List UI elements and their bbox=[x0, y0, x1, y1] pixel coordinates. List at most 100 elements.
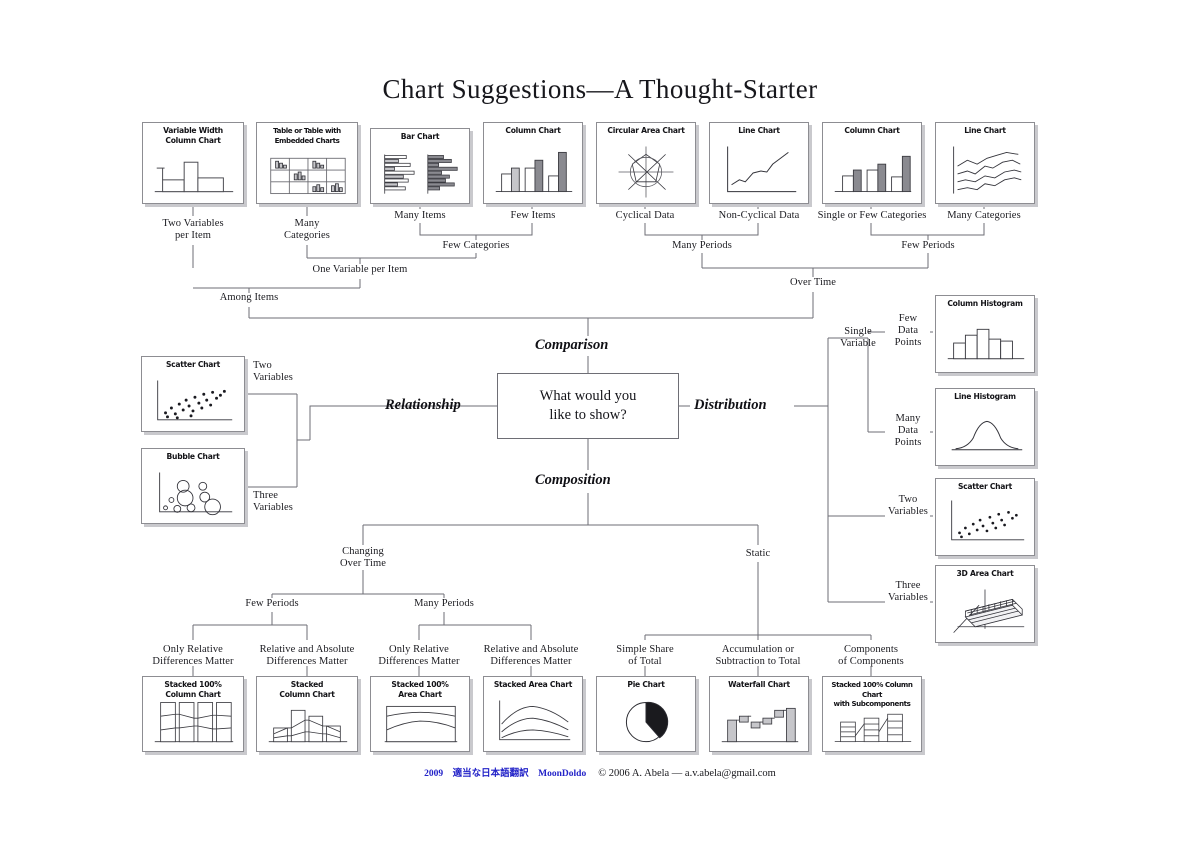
circular-area-chart-icon bbox=[618, 146, 674, 198]
stacked-100-column-chart-icon bbox=[154, 702, 234, 743]
card-stacked-column-chart[interactable]: Stacked Column Chart bbox=[256, 676, 358, 752]
line-chart-icon bbox=[953, 146, 1022, 194]
label-three-variables-distribution: Three Variables bbox=[888, 580, 928, 604]
stacked-column-chart-icon bbox=[268, 709, 348, 743]
branch-composition: Composition bbox=[535, 472, 611, 488]
label-two-variables-distribution: Two Variables bbox=[888, 494, 928, 518]
label-few-periods-composition: Few Periods bbox=[245, 598, 299, 609]
label-few-items: Few Items bbox=[510, 210, 556, 221]
3d-area-chart-icon bbox=[953, 589, 1025, 633]
card-bubble-chart[interactable]: Bubble Chart bbox=[141, 448, 245, 524]
card-title: 3D Area Chart bbox=[956, 569, 1014, 578]
card-title: Stacked 100% Area Chart bbox=[391, 680, 449, 699]
card-title: Column Chart bbox=[844, 126, 900, 135]
pie-chart-icon bbox=[625, 701, 669, 743]
label-many-periods-composition: Many Periods bbox=[414, 598, 474, 609]
card-title: Bar Chart bbox=[400, 132, 440, 141]
card-title: Line Histogram bbox=[954, 392, 1016, 401]
label-two-variables-relationship: Two Variables bbox=[253, 360, 293, 384]
card-title: Waterfall Chart bbox=[728, 680, 790, 689]
label-few-categories: Few Categories bbox=[442, 240, 510, 251]
label-static: Static bbox=[745, 548, 771, 559]
card-scatter-chart-relationship[interactable]: Scatter Chart bbox=[141, 356, 245, 432]
card-title: Column Chart bbox=[505, 126, 561, 135]
card-3d-area-chart[interactable]: 3D Area Chart bbox=[935, 565, 1035, 643]
bar-chart-icon bbox=[384, 154, 458, 194]
hub-question-text: What would you like to show? bbox=[539, 388, 637, 423]
card-line-chart-non-cyclical[interactable]: Line Chart bbox=[709, 122, 809, 204]
card-title: Line Chart bbox=[964, 126, 1006, 135]
column-chart-icon bbox=[495, 151, 573, 193]
footer-jp-credit: 2009 適当な日本語翻訳 MoonDoldo bbox=[424, 769, 587, 779]
card-title: Pie Chart bbox=[627, 680, 665, 689]
label-simple-share-of-total: Simple Share of Total bbox=[616, 644, 674, 668]
card-line-chart-many-categories[interactable]: Line Chart bbox=[935, 122, 1035, 204]
card-stacked-100-area-chart[interactable]: Stacked 100% Area Chart bbox=[370, 676, 470, 752]
label-few-periods-top: Few Periods bbox=[901, 240, 955, 251]
card-title: Circular Area Chart bbox=[607, 126, 685, 135]
label-cyclical-data: Cyclical Data bbox=[615, 210, 675, 221]
table-embedded-charts-icon bbox=[270, 157, 346, 195]
card-title: Stacked 100% Column Chart with Subcompon… bbox=[831, 680, 913, 708]
label-few-data-points: Few Data Points bbox=[894, 313, 922, 349]
label-one-variable-per-item: One Variable per Item bbox=[312, 264, 408, 275]
line-histogram-icon bbox=[951, 420, 1023, 451]
branch-relationship: Relationship bbox=[385, 397, 461, 413]
footer-copyright: © 2006 A. Abela — a.v.abela@gmail.com bbox=[598, 768, 776, 779]
card-scatter-chart-distribution[interactable]: Scatter Chart bbox=[935, 478, 1035, 556]
bubble-chart-icon bbox=[159, 472, 233, 516]
card-stacked-area-chart[interactable]: Stacked Area Chart bbox=[483, 676, 583, 752]
card-column-chart-single-few-categories[interactable]: Column Chart bbox=[822, 122, 922, 204]
line-chart-icon bbox=[727, 146, 797, 193]
page-title: Chart Suggestions—A Thought-Starter bbox=[382, 74, 818, 104]
column-histogram-icon bbox=[947, 328, 1025, 360]
label-relative-absolute-2: Relative and Absolute Differences Matter bbox=[483, 644, 579, 668]
variable-width-column-icon bbox=[154, 161, 234, 193]
label-many-items: Many Items bbox=[394, 210, 446, 221]
card-title: Line Chart bbox=[738, 126, 780, 135]
card-variable-width-column-chart[interactable]: Variable Width Column Chart bbox=[142, 122, 244, 204]
label-many-data-points: Many Data Points bbox=[894, 413, 922, 449]
card-pie-chart[interactable]: Pie Chart bbox=[596, 676, 696, 752]
label-relative-absolute-1: Relative and Absolute Differences Matter bbox=[259, 644, 355, 668]
card-title: Stacked Area Chart bbox=[493, 680, 573, 689]
label-many-categories-2: Many Categories bbox=[947, 210, 1021, 221]
label-over-time: Over Time bbox=[789, 277, 837, 288]
label-non-cyclical-data: Non-Cyclical Data bbox=[718, 210, 800, 221]
card-waterfall-chart[interactable]: Waterfall Chart bbox=[709, 676, 809, 752]
card-title: Scatter Chart bbox=[957, 482, 1013, 491]
label-single-or-few-categories: Single or Few Categories bbox=[817, 210, 927, 221]
card-stacked-100-column-with-subcomponents[interactable]: Stacked 100% Column Chart with Subcompon… bbox=[822, 676, 922, 752]
label-many-categories-1: Many Categories bbox=[284, 218, 330, 242]
label-only-relative-1: Only Relative Differences Matter bbox=[152, 644, 234, 668]
scatter-chart-icon bbox=[951, 500, 1025, 541]
label-single-variable: Single Variable bbox=[840, 326, 876, 350]
stacked-100-subcomponents-icon bbox=[834, 713, 912, 743]
label-only-relative-2: Only Relative Differences Matter bbox=[378, 644, 460, 668]
label-among-items: Among Items bbox=[219, 292, 279, 303]
card-column-histogram[interactable]: Column Histogram bbox=[935, 295, 1035, 373]
label-components-of-components: Components of Components bbox=[838, 644, 904, 668]
branch-comparison: Comparison bbox=[535, 337, 609, 353]
label-accumulation-subtraction: Accumulation or Subtraction to Total bbox=[715, 644, 801, 668]
label-two-variables-per-item: Two Variables per Item bbox=[162, 218, 224, 242]
waterfall-chart-icon bbox=[721, 707, 799, 743]
branch-distribution: Distribution bbox=[694, 397, 767, 413]
card-circular-area-chart[interactable]: Circular Area Chart bbox=[596, 122, 696, 204]
stacked-area-chart-icon bbox=[499, 700, 571, 741]
card-title: Column Histogram bbox=[947, 299, 1023, 308]
scatter-chart-icon bbox=[157, 380, 233, 421]
card-title: Table or Table with Embedded Charts bbox=[273, 126, 341, 145]
card-title: Variable Width Column Chart bbox=[163, 126, 223, 145]
card-column-chart-few-items[interactable]: Column Chart bbox=[483, 122, 583, 204]
label-many-periods-top: Many Periods bbox=[672, 240, 732, 251]
card-table-embedded-charts[interactable]: Table or Table with Embedded Charts bbox=[256, 122, 358, 204]
card-title: Stacked Column Chart bbox=[279, 680, 335, 699]
card-line-histogram[interactable]: Line Histogram bbox=[935, 388, 1035, 466]
label-three-variables-relationship: Three Variables bbox=[253, 490, 293, 514]
card-stacked-100-column-chart[interactable]: Stacked 100% Column Chart bbox=[142, 676, 244, 752]
card-title: Bubble Chart bbox=[166, 452, 220, 461]
card-bar-chart[interactable]: Bar Chart bbox=[370, 128, 470, 204]
label-changing-over-time: Changing Over Time bbox=[339, 546, 387, 570]
hub-question-box: What would you like to show? bbox=[497, 373, 679, 439]
